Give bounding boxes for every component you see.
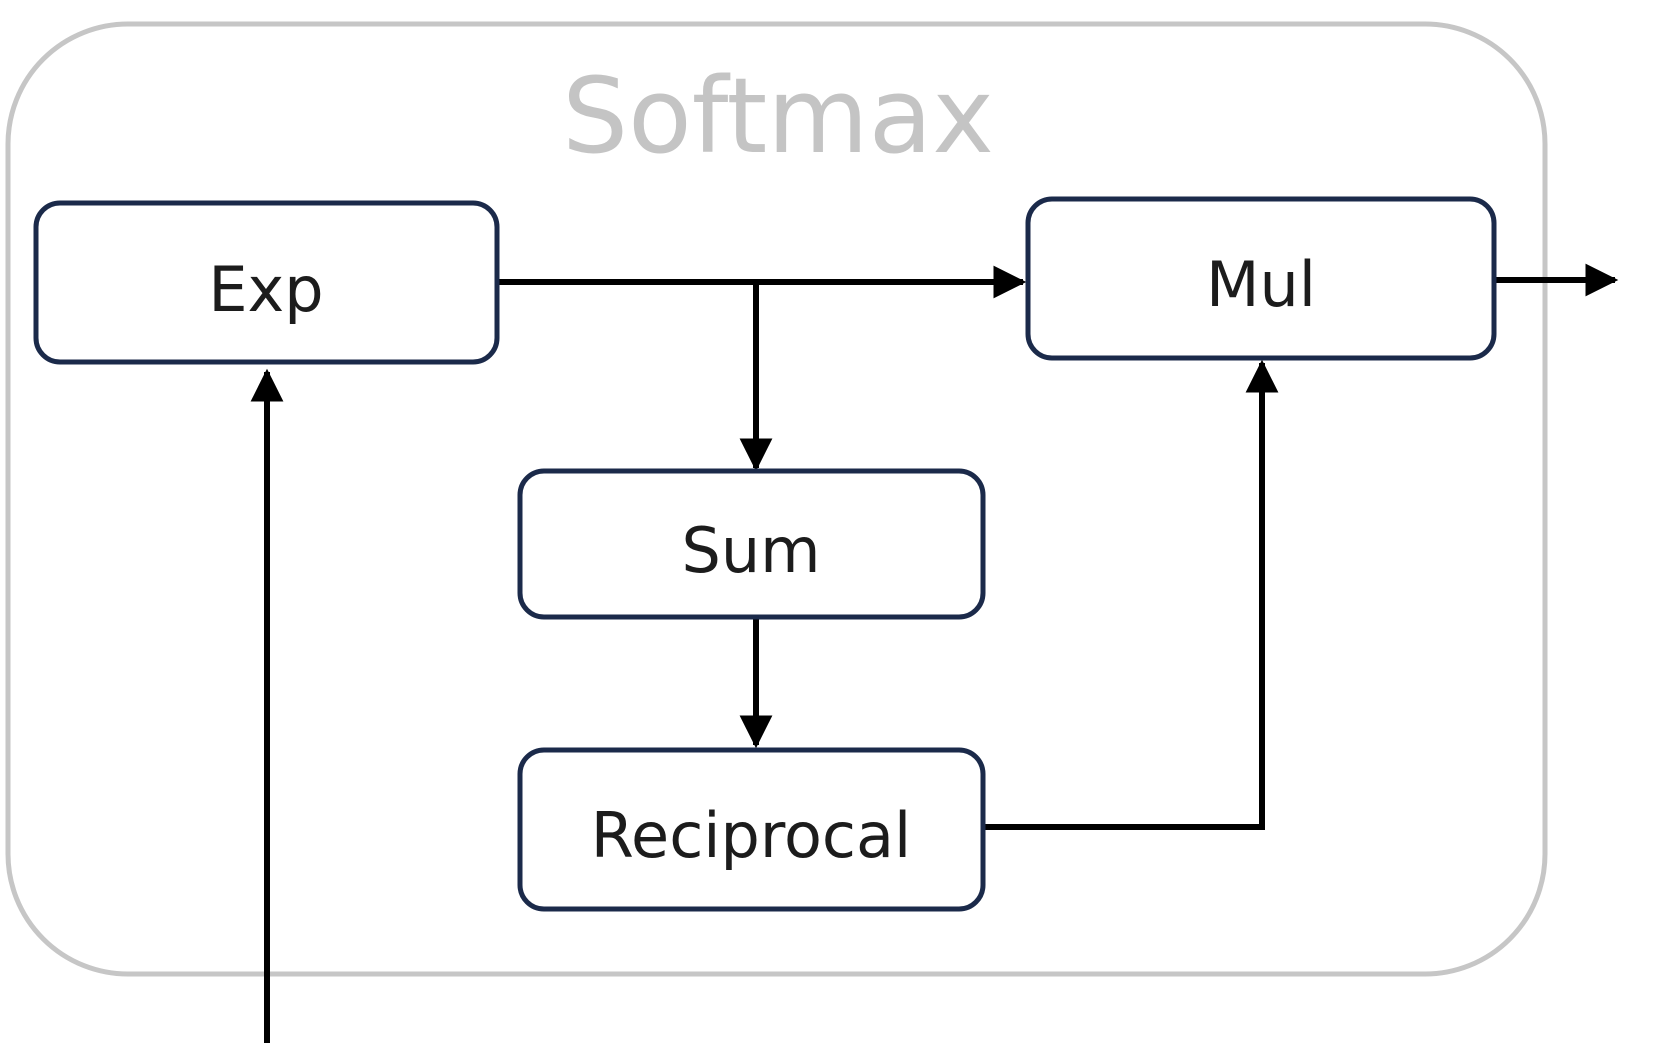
node-sum-box xyxy=(517,468,986,620)
node-reciprocal-box xyxy=(517,747,986,912)
softmax-container: Softmax xyxy=(5,21,1548,977)
node-reciprocal: Reciprocal xyxy=(517,747,986,912)
node-exp-box xyxy=(33,200,500,365)
node-mul: Mul xyxy=(1025,196,1497,361)
edge-reciprocal-to-mul xyxy=(983,359,1279,830)
node-sum-label: Sum xyxy=(681,514,820,587)
node-exp: Exp xyxy=(33,200,500,365)
softmax-container-label: Softmax xyxy=(562,55,994,177)
node-reciprocal-label: Reciprocal xyxy=(591,799,911,872)
node-mul-label: Mul xyxy=(1206,248,1316,321)
node-mul-box xyxy=(1025,196,1497,361)
softmax-container-border xyxy=(5,21,1548,977)
node-exp-label: Exp xyxy=(208,253,323,326)
node-sum: Sum xyxy=(517,468,986,620)
edges xyxy=(250,263,1619,1043)
